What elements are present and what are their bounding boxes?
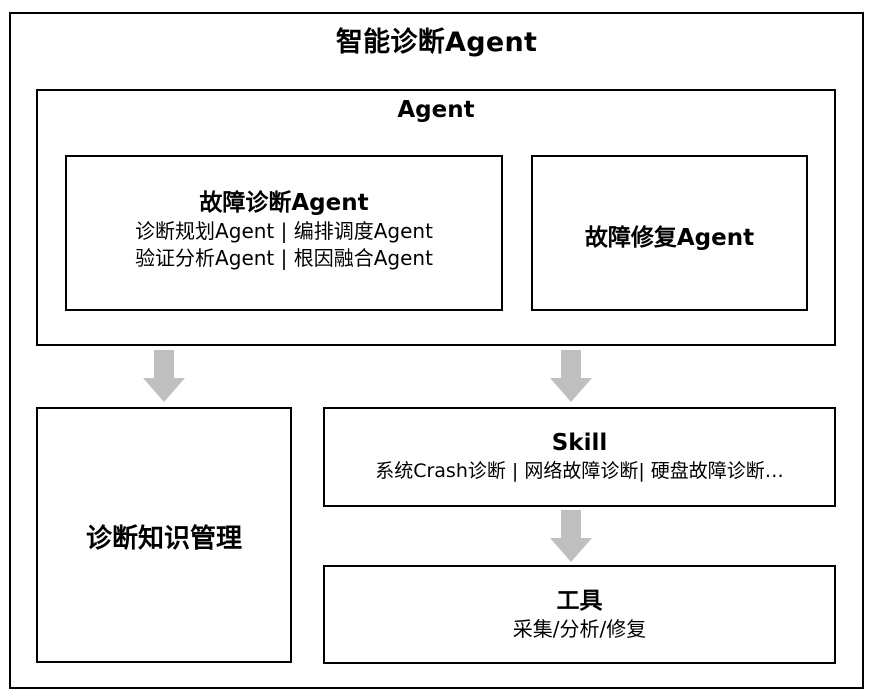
tools-title: 工具 [556,588,603,614]
agent-group-title: Agent [397,97,475,123]
skill-items: 系统Crash诊断 | 网络故障诊断| 硬盘故障诊断… [375,460,784,482]
diagram-title: 智能诊断Agent [335,27,538,58]
diagnosis-agent-title: 故障诊断Agent [199,190,369,216]
arrow-down-icon-skill [550,510,592,562]
tools-text: 工具 采集/分析/修复 [323,586,836,643]
diagnosis-agent-line-1: 诊断规划Agent | 编排调度Agent [135,219,433,243]
skill-box [323,407,836,507]
knowledge-box [36,407,292,663]
diagnosis-agent-text: 故障诊断Agent 诊断规划Agent | 编排调度Agent 验证分析Agen… [65,188,503,272]
diagnosis-agent-line-2: 验证分析Agent | 根因融合Agent [135,246,433,270]
knowledge-title: 诊断知识管理 [85,524,242,554]
tools-items: 采集/分析/修复 [512,617,647,641]
arrow-down-icon-left [143,350,185,402]
repair-agent-title: 故障修复Agent [584,225,755,251]
skill-text: Skill 系统Crash诊断 | 网络故障诊断| 硬盘故障诊断… [323,428,836,485]
diagnosis-agent-box [65,155,503,311]
skill-title: Skill [551,430,608,456]
repair-agent-box [531,155,808,311]
arrow-down-icon-right [550,350,592,402]
tools-box [323,565,836,664]
